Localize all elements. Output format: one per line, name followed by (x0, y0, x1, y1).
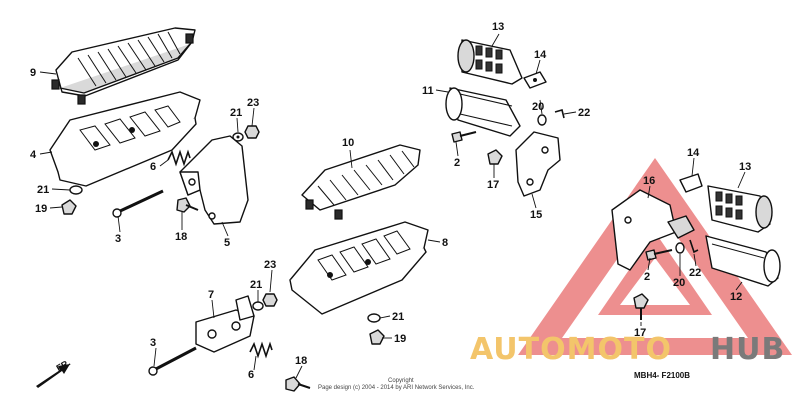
callout-8: 8 (442, 237, 448, 249)
spring-6-top[interactable] (167, 149, 191, 167)
callout-17: 17 (487, 179, 499, 191)
washer-21-left[interactable] (69, 185, 83, 195)
front-direction-arrow: FR. (36, 357, 72, 388)
callout-13: 13 (739, 161, 751, 173)
bracket-7[interactable] (195, 295, 255, 353)
callout-22: 22 (578, 107, 590, 119)
callout-20: 20 (532, 101, 544, 113)
callout-23: 23 (264, 259, 276, 271)
bolt-2-top[interactable] (451, 131, 477, 143)
floorboard-base-4[interactable] (49, 91, 201, 187)
callout-21: 21 (230, 107, 242, 119)
callout-23: 23 (247, 97, 259, 109)
callout-17: 17 (634, 327, 646, 339)
callout-2: 2 (644, 271, 650, 283)
pin-3-top[interactable] (112, 189, 164, 218)
pivot-block-16[interactable] (667, 215, 695, 239)
washer-14-bottom[interactable] (679, 173, 703, 193)
washer-21-top[interactable] (232, 132, 244, 142)
callout-labels: 9 4 21 23 6 21 19 3 18 5 10 8 7 23 21 21… (30, 21, 751, 381)
bolt-17-top[interactable] (487, 149, 503, 165)
peg-rubber-13-top[interactable] (457, 39, 523, 85)
nut-23-top[interactable] (244, 125, 260, 139)
callout-7: 7 (208, 289, 214, 301)
bolt-17-bottom[interactable] (633, 293, 649, 320)
callout-12: 12 (730, 291, 742, 303)
bolt-18-top[interactable] (176, 197, 199, 213)
callout-21: 21 (392, 311, 404, 323)
callout-14: 14 (534, 49, 547, 61)
callout-21: 21 (250, 279, 262, 291)
pin-22-bottom[interactable] (689, 239, 699, 254)
bolt-19-left[interactable] (61, 199, 77, 215)
floorboard-base-8[interactable] (289, 221, 429, 315)
nut-23-bottom[interactable] (262, 293, 278, 307)
pin-3-bottom[interactable] (148, 346, 197, 376)
watermark-word-hub: HUB (710, 332, 785, 367)
pin-22-top[interactable] (554, 109, 565, 119)
callout-10: 10 (342, 137, 354, 149)
callout-21: 21 (37, 184, 49, 196)
washer-14-top[interactable] (523, 71, 547, 89)
callout-9: 9 (30, 67, 36, 79)
washer-20-top[interactable] (537, 114, 547, 126)
floorboard-bracket-5[interactable] (179, 135, 249, 225)
callout-13: 13 (492, 21, 504, 33)
floorboard-rubber-mat-10[interactable] (301, 144, 421, 220)
callout-19: 19 (394, 333, 406, 345)
copyright-notice: Page design (c) 2004 - 2014 by ARI Netwo… (318, 385, 475, 391)
callout-14: 14 (687, 147, 700, 159)
callout-3: 3 (150, 337, 156, 349)
watermark-text: AUTOMOTO HUB (470, 332, 785, 367)
callout-6: 6 (248, 369, 254, 381)
callout-19: 19 (35, 203, 47, 215)
diagram-code: MBH4- F2100B (634, 371, 690, 380)
washer-20-bottom[interactable] (675, 242, 685, 254)
callout-3: 3 (115, 233, 121, 245)
peg-body-12[interactable] (705, 235, 781, 287)
callout-4: 4 (30, 149, 37, 161)
callout-22: 22 (689, 267, 701, 279)
callout-6: 6 (150, 161, 156, 173)
callout-15: 15 (530, 209, 542, 221)
callout-20: 20 (673, 277, 685, 289)
peg-bracket-16[interactable] (611, 189, 677, 271)
bolt-18-bottom[interactable] (285, 376, 311, 392)
washer-21-center[interactable] (367, 313, 381, 323)
callout-16: 16 (643, 175, 655, 187)
peg-rubber-13-bottom[interactable] (707, 185, 773, 233)
peg-bracket-15[interactable] (515, 131, 561, 197)
callout-5: 5 (224, 237, 230, 249)
direction-label: FR. (55, 357, 73, 373)
leader-lines (39, 33, 746, 379)
washer-21-bottom[interactable] (252, 301, 264, 311)
callout-18: 18 (175, 231, 187, 243)
spring-6-bottom[interactable] (249, 341, 273, 359)
bolt-19-center[interactable] (369, 329, 385, 345)
peg-body-11[interactable] (445, 87, 521, 137)
callout-2: 2 (454, 157, 460, 169)
callout-18: 18 (295, 355, 307, 367)
copyright-title: Copyright (388, 378, 414, 384)
callout-11: 11 (422, 85, 434, 97)
watermark-word-automoto: AUTOMOTO (470, 332, 672, 367)
bolt-2-bottom[interactable] (645, 249, 673, 261)
floorboard-rubber-mat-9[interactable] (51, 27, 196, 105)
